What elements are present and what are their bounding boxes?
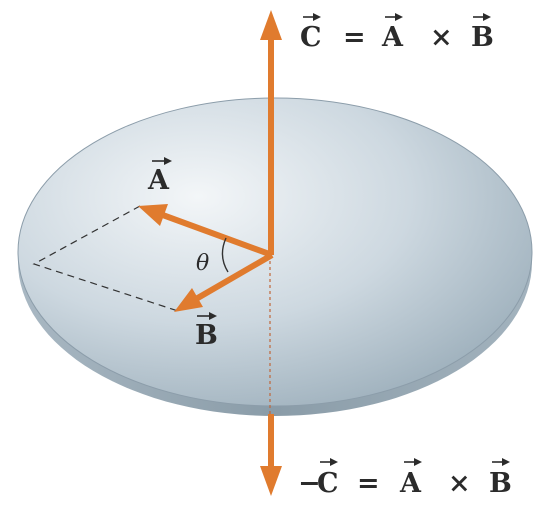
- vector-b-arrowhead: [174, 288, 203, 312]
- top-eq-b: B: [471, 22, 494, 53]
- bottom-eq-minus: −: [298, 468, 321, 499]
- vector-a-arrowhead: [138, 204, 168, 226]
- vector-a-label: A: [147, 157, 172, 196]
- bottom-eq-c: C: [317, 468, 339, 499]
- bottom-eq-b: A: [399, 468, 422, 499]
- disk-surface: [17, 97, 533, 407]
- vector-b-shaft: [194, 252, 274, 302]
- bottom-eq-a: B: [489, 468, 512, 499]
- top-eq-times: ×: [430, 22, 453, 53]
- bottom-eq-equals: =: [357, 468, 380, 499]
- parallelogram-dashes: [32, 205, 179, 312]
- vector-a-name: A: [147, 165, 170, 196]
- angle-label: θ: [196, 251, 209, 276]
- angle-arc: [221, 237, 229, 273]
- vector-c-arrowhead: [260, 10, 282, 40]
- top-eq-c: C: [300, 22, 322, 53]
- vector-negc-arrowhead: [260, 466, 282, 496]
- vector-b-label: B: [195, 312, 218, 351]
- top-eq-equals: =: [343, 22, 366, 53]
- top-equation: C = A × B: [300, 13, 494, 53]
- vector-a-shaft: [158, 211, 274, 258]
- vector-b-name: B: [195, 320, 218, 351]
- top-eq-a: A: [381, 22, 404, 53]
- bottom-eq-times: ×: [448, 468, 471, 499]
- bottom-equation: − C = A × B: [298, 458, 512, 499]
